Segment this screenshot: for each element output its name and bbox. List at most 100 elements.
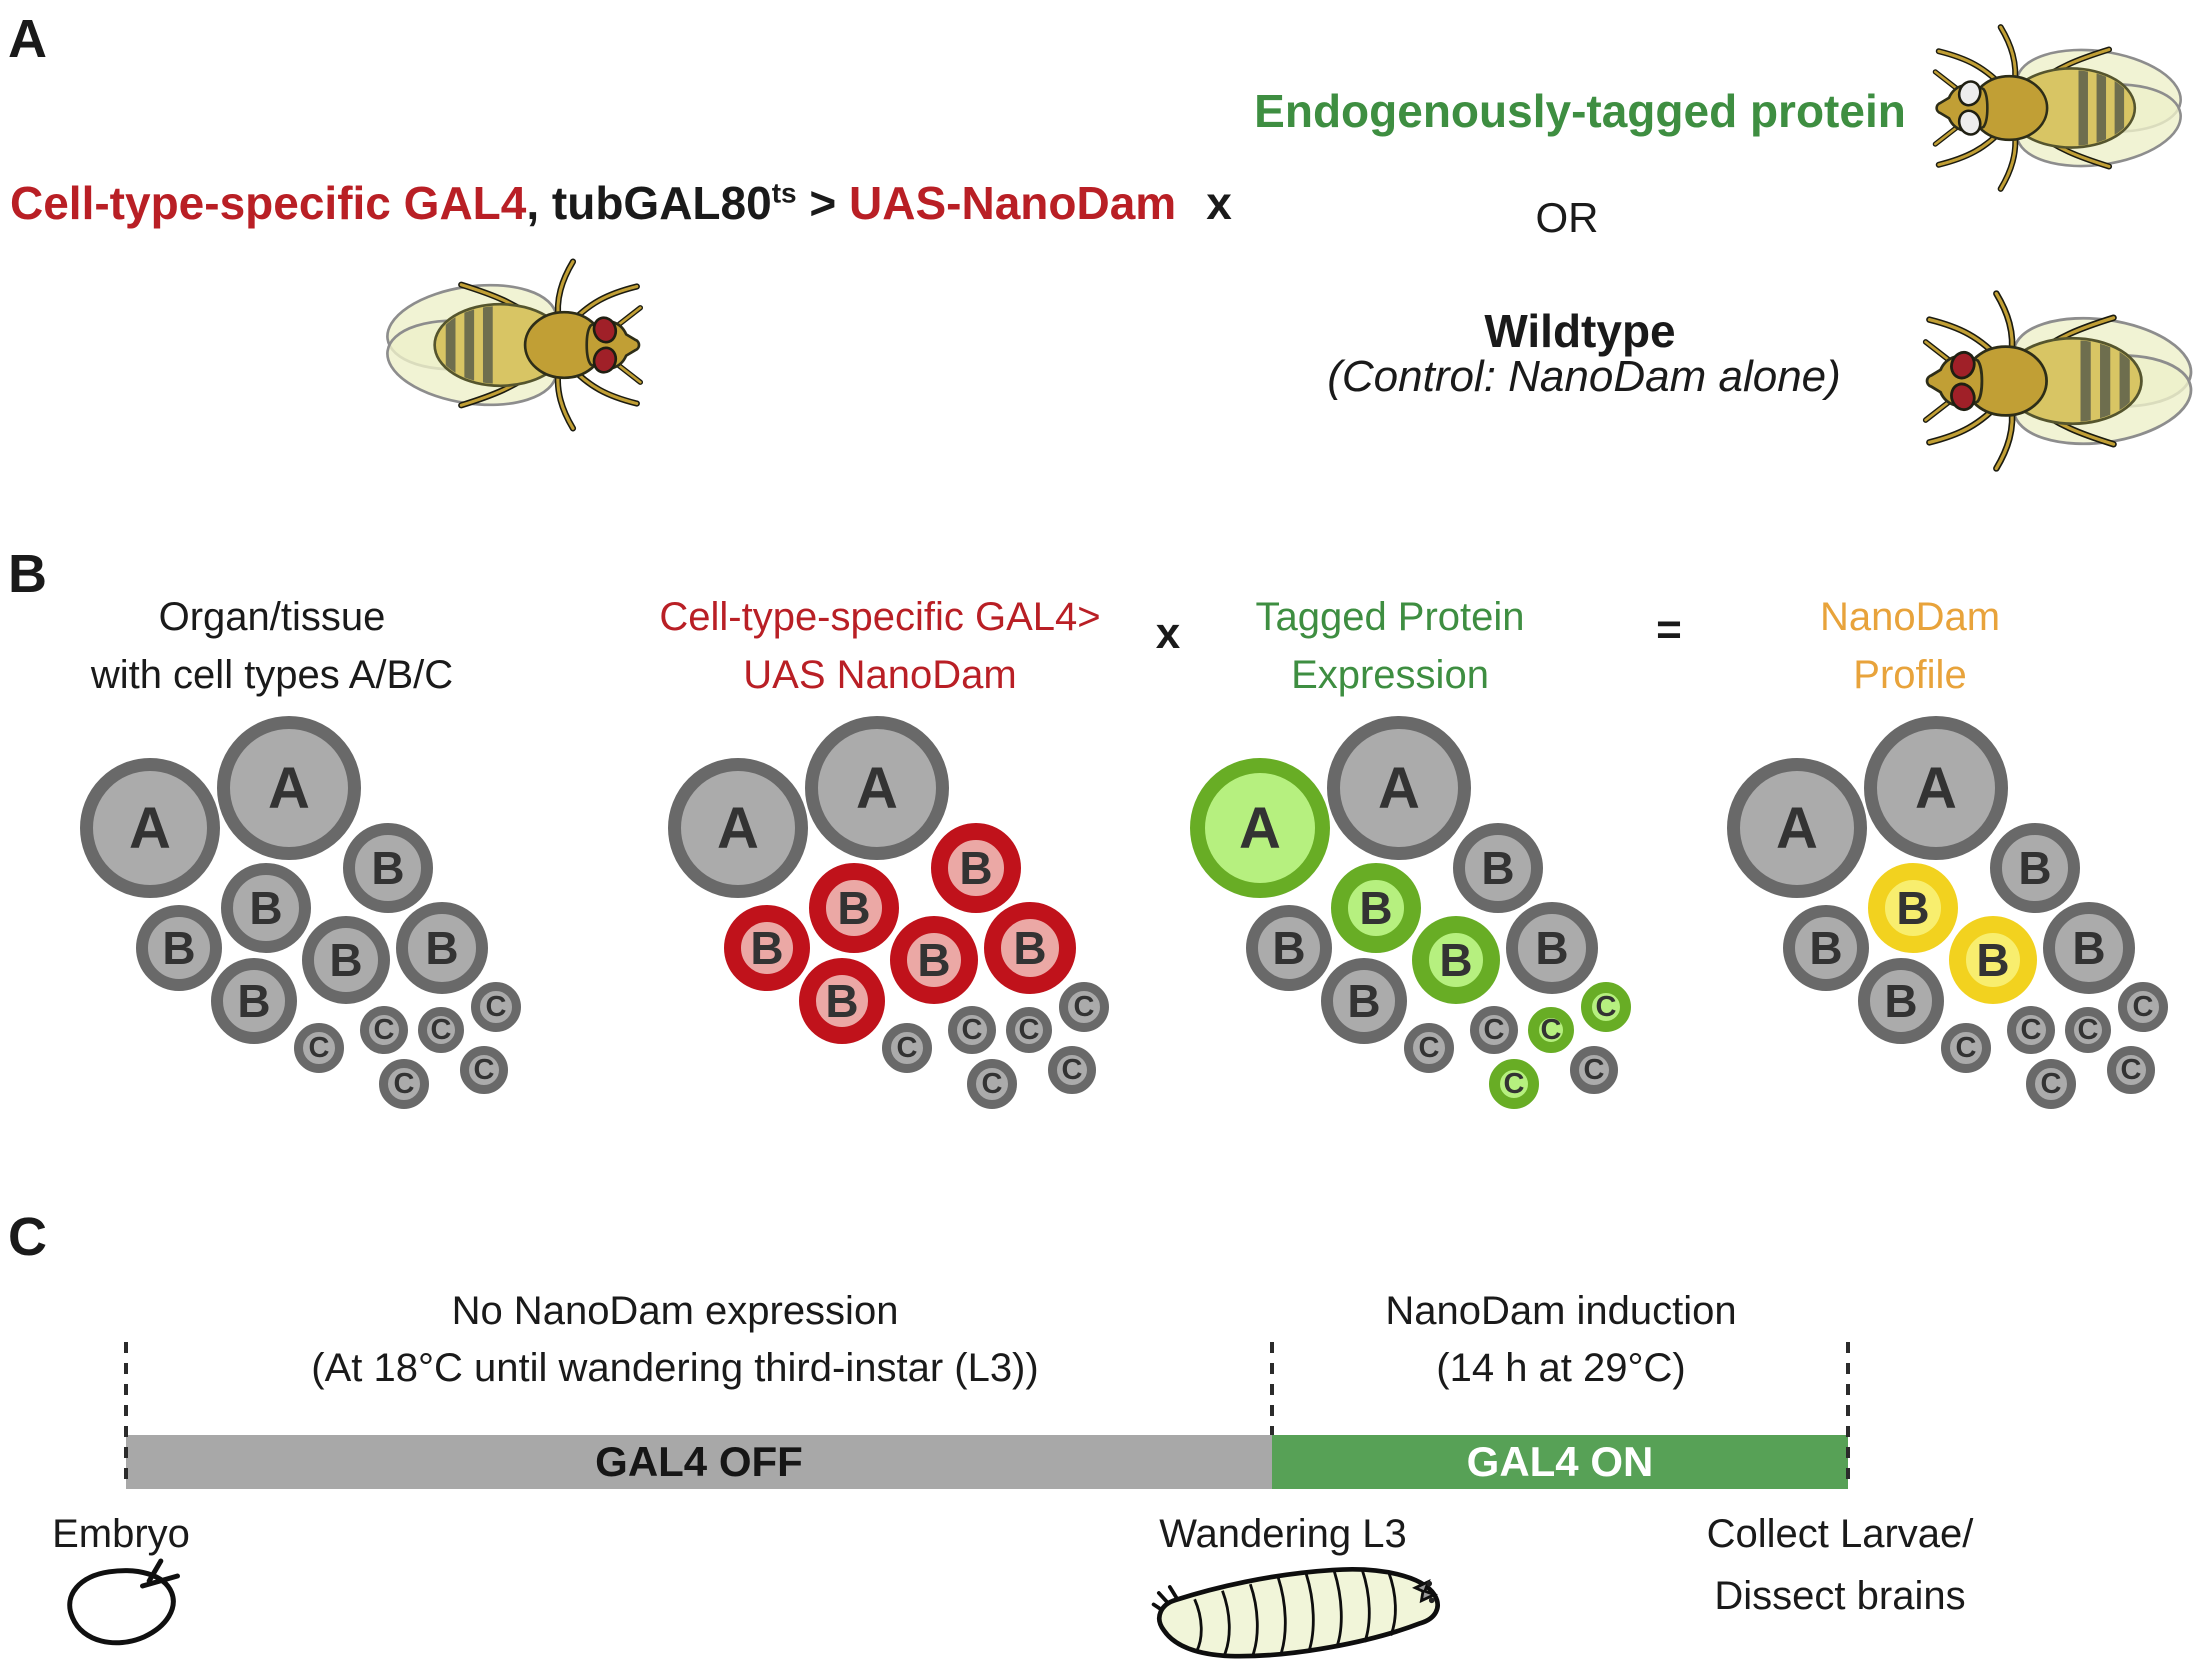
panel-c-label: C: [8, 1207, 47, 1267]
cell-c: C: [1059, 982, 1109, 1032]
cell-b: B: [724, 905, 810, 991]
embryo-icon: [55, 1556, 190, 1656]
arrow-text: >: [796, 177, 850, 229]
cross-x-symbol: x: [1206, 177, 1232, 229]
cell-c: C: [1048, 1046, 1096, 1094]
cell-a: A: [1864, 716, 2008, 860]
cell-a: A: [1327, 716, 1471, 860]
fly-icon-tagged-protein: [1908, 22, 2200, 194]
cell-a: A: [1190, 758, 1330, 898]
cell-c: C: [471, 982, 521, 1032]
cell-b: B: [1246, 905, 1332, 991]
cell-b: B: [1453, 823, 1543, 913]
cell-b: B: [221, 863, 311, 953]
cell-c: C: [1489, 1059, 1539, 1109]
cell-b: B: [211, 958, 297, 1044]
caption-line: (14 h at 29°C): [1436, 1346, 1686, 1390]
timeline-dash-end: [1846, 1342, 1850, 1489]
gal4-on-bar: GAL4 ON: [1272, 1435, 1848, 1489]
embryo-label: Embryo: [52, 1512, 190, 1556]
header-organ-tissue: Organ/tissue with cell types A/B/C: [91, 588, 453, 704]
collect-dissect-label: Collect Larvae/ Dissect brains: [1707, 1503, 1974, 1627]
cell-c: C: [2107, 1046, 2155, 1094]
header-line: Profile: [1853, 653, 1967, 697]
cell-b: B: [2043, 902, 2135, 994]
cell-c: C: [2007, 1006, 2055, 1054]
cell-c: C: [2026, 1059, 2076, 1109]
genetic-cross-text: Cell-type-specific GAL4, tubGAL80ts > UA…: [10, 176, 1232, 230]
off-phase-caption: No NanoDam expression (At 18°C until wan…: [311, 1283, 1038, 1397]
cell-b: B: [1858, 958, 1944, 1044]
cell-c: C: [1404, 1023, 1454, 1073]
cell-a: A: [80, 758, 220, 898]
cell-c: C: [967, 1059, 1017, 1109]
gal4-driver-text: Cell-type-specific GAL4: [10, 177, 527, 229]
cell-c: C: [418, 1007, 464, 1053]
header-line: UAS NanoDam: [743, 653, 1017, 697]
cell-b: B: [302, 916, 390, 1004]
cell-b: B: [1868, 863, 1958, 953]
header-line: NanoDam: [1819, 595, 2001, 639]
cell-c: C: [379, 1059, 429, 1109]
cell-b: B: [1783, 905, 1869, 991]
cell-a: A: [805, 716, 949, 860]
cell-c: C: [1528, 1007, 1574, 1053]
cell-c: C: [1941, 1023, 1991, 1073]
cell-b: B: [984, 902, 1076, 994]
cell-b: B: [809, 863, 899, 953]
uas-nanodam-text: UAS-NanoDam: [849, 177, 1177, 229]
timeline-dash-start: [124, 1342, 128, 1489]
equals-symbol: =: [1656, 605, 1682, 654]
cell-c: C: [2118, 982, 2168, 1032]
cell-b: B: [1331, 863, 1421, 953]
ts-superscript: ts: [771, 177, 797, 209]
header-line: with cell types A/B/C: [90, 653, 454, 697]
cell-c: C: [948, 1006, 996, 1054]
header-line: Expression: [1291, 653, 1489, 697]
panel-b-label: B: [8, 544, 47, 604]
cell-c: C: [294, 1023, 344, 1073]
cell-b: B: [136, 905, 222, 991]
on-phase-caption: NanoDam induction (14 h at 29°C): [1385, 1283, 1736, 1397]
cell-b: B: [1990, 823, 2080, 913]
caption-line: Collect Larvae/: [1706, 1512, 1974, 1556]
gal4-off-bar: GAL4 OFF: [126, 1435, 1272, 1489]
cell-c: C: [1006, 1007, 1052, 1053]
cell-c: C: [2065, 1007, 2111, 1053]
caption-line: (At 18°C until wandering third-instar (L…: [311, 1346, 1039, 1390]
cell-c: C: [360, 1006, 408, 1054]
cell-b: B: [931, 823, 1021, 913]
cell-b: B: [890, 916, 978, 1004]
cell-c: C: [1470, 1006, 1518, 1054]
cell-b: B: [343, 823, 433, 913]
endogenously-tagged-label: Endogenously-tagged protein: [1254, 85, 1906, 137]
cell-b: B: [799, 958, 885, 1044]
header-gal4-uas-nanodam: Cell-type-specific GAL4> UAS NanoDam: [659, 588, 1100, 704]
header-nanodam-profile: NanoDam Profile: [1820, 588, 2000, 704]
header-line: Cell-type-specific GAL4>: [659, 595, 1101, 639]
tubgal80-text: , tubGAL80: [526, 177, 772, 229]
caption-line: No NanoDam expression: [451, 1289, 899, 1333]
caption-line: NanoDam induction: [1385, 1289, 1737, 1333]
wandering-l3-label: Wandering L3: [1159, 1512, 1407, 1556]
cell-b: B: [396, 902, 488, 994]
header-tagged-protein: Tagged Protein Expression: [1255, 588, 1524, 704]
caption-line: Dissect brains: [1714, 1574, 1966, 1618]
cell-b: B: [1321, 958, 1407, 1044]
wildtype-label: Wildtype: [1484, 305, 1676, 357]
or-label: OR: [1535, 194, 1599, 241]
cell-c: C: [1570, 1046, 1618, 1094]
header-line: Organ/tissue: [158, 595, 386, 639]
cell-b: B: [1949, 916, 2037, 1004]
cell-a: A: [1727, 758, 1867, 898]
control-label: (Control: NanoDam alone): [1327, 352, 1841, 401]
cell-a: A: [668, 758, 808, 898]
cell-c: C: [460, 1046, 508, 1094]
larva-icon: [1148, 1555, 1451, 1659]
cell-c: C: [1581, 982, 1631, 1032]
panel-a-label: A: [8, 9, 47, 69]
header-line: Tagged Protein: [1255, 595, 1525, 639]
timeline-dash-mid: [1270, 1342, 1274, 1435]
cell-b: B: [1506, 902, 1598, 994]
